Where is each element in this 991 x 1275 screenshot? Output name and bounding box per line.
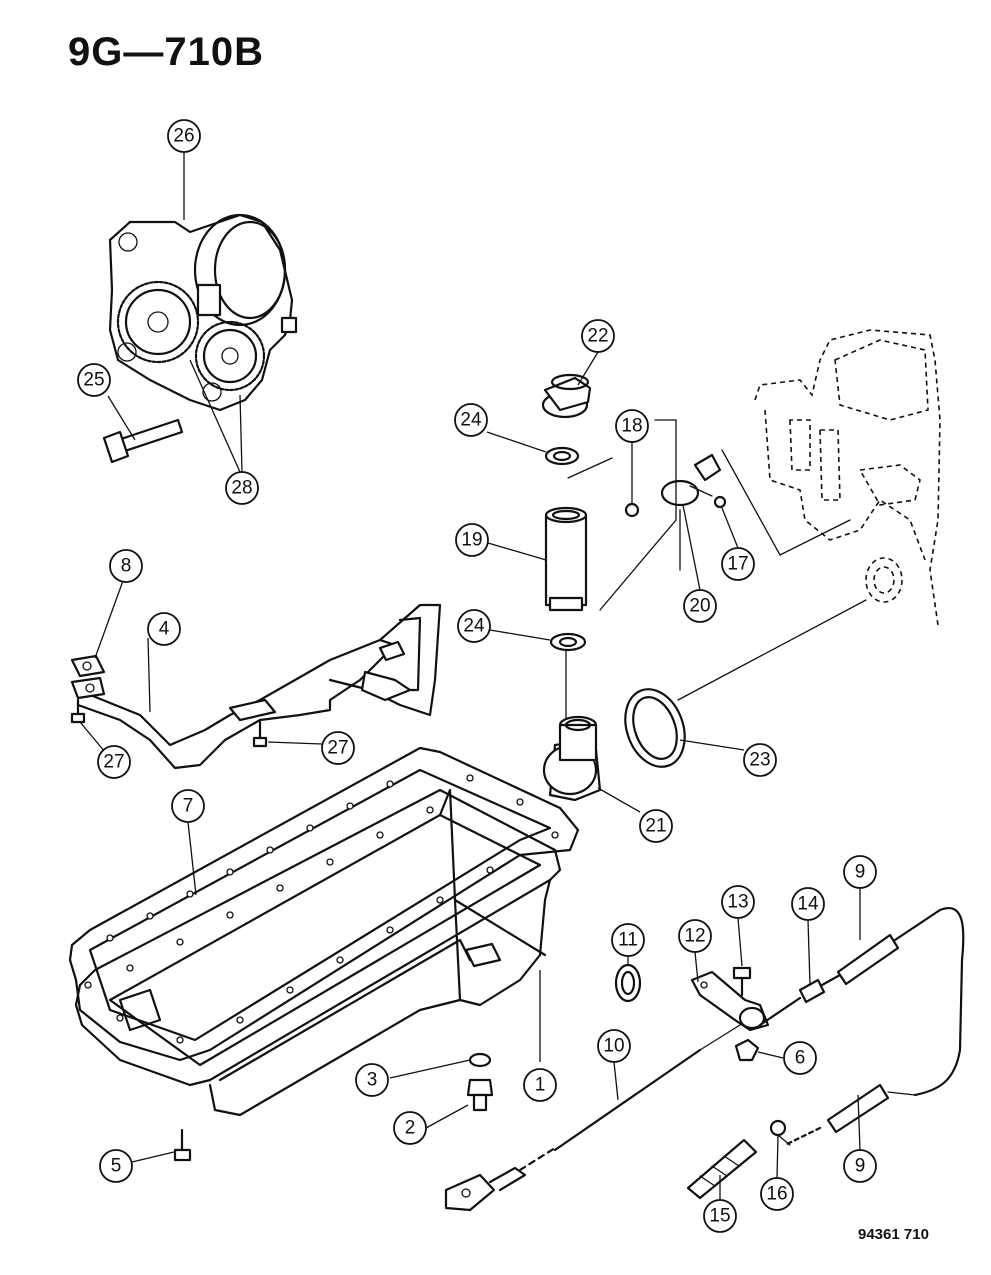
bracket-bolt-13 [732,966,752,997]
callout-4: 4 [147,612,181,646]
svg-text:15: 15 [709,1206,730,1227]
drain-plug [466,1078,494,1112]
pan-bolt [173,1128,192,1162]
svg-text:23: 23 [749,750,770,771]
svg-text:24: 24 [463,616,485,637]
svg-text:25: 25 [83,370,104,391]
dipstick-tube-bracket [690,970,770,1032]
bracket-screw-17 [689,485,727,509]
svg-text:13: 13 [727,892,748,913]
seal-lower [549,632,587,652]
svg-text:12: 12 [684,926,705,947]
callout-9-bottom: 9 [843,1149,877,1183]
svg-text:9: 9 [855,1156,866,1177]
tube-bolt-left [70,698,86,724]
callout-8: 8 [109,549,143,583]
callout-17: 17 [721,547,755,581]
callout-7: 7 [171,789,205,823]
callout-11: 11 [611,923,645,957]
svg-text:22: 22 [587,326,608,347]
adapter-seal-ring [624,688,686,768]
callout-23: 23 [743,743,777,777]
svg-text:5: 5 [111,1156,122,1177]
pump-bolt [102,418,184,464]
callout-15: 15 [703,1199,737,1233]
callout-26: 26 [167,119,201,153]
callout-6: 6 [783,1041,817,1075]
svg-text:10: 10 [603,1036,624,1057]
dipstick-clip-16 [769,1119,791,1146]
svg-text:3: 3 [367,1070,378,1091]
svg-text:11: 11 [618,930,638,951]
svg-text:4: 4 [159,619,170,640]
reference-code: 94361 710 [858,1226,929,1243]
engine-block [754,329,941,626]
tube-ferrule-14 [798,978,826,1004]
svg-text:7: 7 [183,796,194,817]
svg-text:19: 19 [461,530,482,551]
svg-text:2: 2 [405,1118,416,1139]
filler-adapter [542,715,602,802]
dipstick-sleeve-15 [686,1138,758,1200]
svg-text:26: 26 [173,126,194,147]
callout-21: 21 [639,809,673,843]
svg-text:27: 27 [103,752,124,773]
callout-3: 3 [355,1063,389,1097]
svg-text:18: 18 [621,416,642,437]
tube-bolt-right [252,720,268,748]
svg-text:17: 17 [727,554,748,575]
callout-12: 12 [678,919,712,953]
callout-1: 1 [523,1068,557,1102]
callout-27-right: 27 [321,731,355,765]
callout-5: 5 [99,1149,133,1183]
dipstick-tube [758,907,965,1147]
callout-20: 20 [683,589,717,623]
seal-upper [544,446,580,466]
bracket-nut-6 [734,1038,760,1062]
tube-bracket [660,453,722,571]
callout-22: 22 [581,319,615,353]
callout-2: 2 [393,1111,427,1145]
callout-27-left: 27 [97,745,131,779]
leader-lines [79,152,861,1200]
gasket-bolt-holes [84,774,559,1044]
filler-tube [544,506,588,612]
dipstick-seal-11 [614,963,642,1003]
callout-25: 25 [77,363,111,397]
page-title: 9G—710B [68,30,264,74]
callout-14: 14 [791,887,825,921]
svg-text:20: 20 [689,596,710,617]
svg-text:24: 24 [460,410,482,431]
svg-text:1: 1 [535,1075,546,1096]
drain-plug-washer [468,1052,492,1068]
callout-10: 10 [597,1029,631,1063]
dipstick [444,1024,741,1212]
oil-filler-cap [541,373,592,419]
callout-18: 18 [615,409,649,443]
svg-text:21: 21 [645,816,666,837]
oil-pickup-tube [70,603,442,770]
svg-text:8: 8 [121,556,132,577]
callout-9-top: 9 [843,855,877,889]
svg-text:9: 9 [855,862,866,883]
bracket-screw-18 [624,502,640,518]
oil-pump [108,213,298,412]
oil-pan [74,788,562,1117]
svg-text:6: 6 [795,1048,806,1069]
svg-text:27: 27 [327,738,348,759]
callout-28: 28 [225,471,259,505]
svg-text:16: 16 [766,1184,787,1205]
svg-text:28: 28 [231,478,252,499]
callout-16: 16 [760,1177,794,1211]
svg-text:14: 14 [797,894,819,915]
callout-24-lower: 24 [457,609,491,643]
callout-19: 19 [455,523,489,557]
callout-24-upper: 24 [454,403,488,437]
callout-13: 13 [721,885,755,919]
